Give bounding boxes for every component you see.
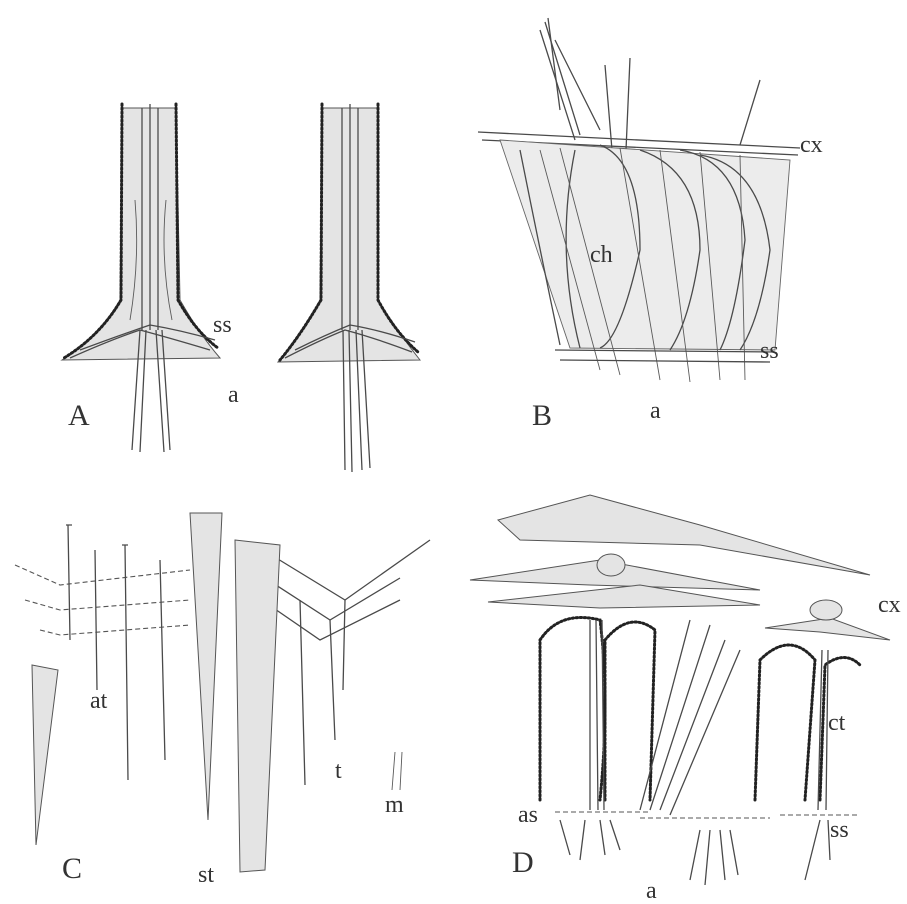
label-ss: ss bbox=[830, 817, 849, 843]
label-a: a bbox=[646, 878, 657, 904]
panel-letter-b: B bbox=[532, 399, 552, 432]
label-ch: ch bbox=[590, 242, 613, 268]
label-m: m bbox=[385, 792, 404, 818]
panel-d-cortex-lamellae bbox=[470, 495, 890, 640]
label-cx: cx bbox=[878, 592, 901, 618]
panel-b: cx ch ss a B bbox=[478, 18, 823, 432]
label-a: a bbox=[650, 398, 661, 424]
panel-letter-c: C bbox=[62, 852, 82, 885]
label-ss: ss bbox=[760, 338, 779, 364]
panel-c: at t m st C bbox=[15, 513, 430, 888]
panel-letter-d: D bbox=[512, 846, 534, 879]
label-st: st bbox=[198, 862, 214, 888]
panel-b-chambers bbox=[500, 140, 790, 382]
panel-a: ss a A bbox=[62, 104, 420, 472]
label-at: at bbox=[90, 688, 108, 714]
label-a: a bbox=[228, 382, 239, 408]
panel-c-spicule-lattice bbox=[15, 525, 430, 790]
label-t: t bbox=[335, 758, 342, 784]
label-ss: ss bbox=[213, 312, 232, 338]
panel-d-chambers bbox=[540, 618, 860, 801]
panel-b-subdermal-layer bbox=[555, 350, 775, 362]
panel-b-cortex-network bbox=[478, 18, 800, 155]
panel-a-right-structure bbox=[278, 104, 420, 472]
panel-d: cx ct as ss a D bbox=[470, 495, 901, 904]
panel-letter-a: A bbox=[68, 399, 90, 432]
label-ct: ct bbox=[828, 710, 846, 736]
label-as: as bbox=[518, 802, 538, 828]
label-cx: cx bbox=[800, 132, 823, 158]
